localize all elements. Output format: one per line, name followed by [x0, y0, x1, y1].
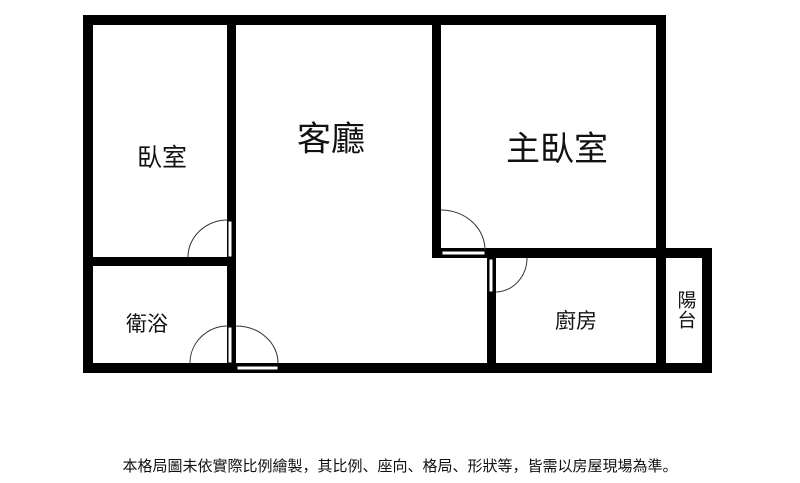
wall-bed-bath [83, 257, 236, 266]
door-bathroom [189, 325, 229, 364]
wall-balcony-right [702, 248, 712, 373]
room-label-living-room: 客廳 [297, 119, 365, 160]
wall-living-kitchen [487, 248, 496, 373]
room-label-bedroom: 臥室 [136, 143, 188, 172]
room-label-balcony: 陽台 [674, 290, 697, 330]
room-label-master-bedroom: 主臥室 [506, 129, 608, 170]
door-entrance [235, 325, 279, 364]
wall-master-kitchen [432, 248, 712, 258]
walls [83, 15, 712, 373]
room-label-kitchen: 廚房 [555, 309, 597, 333]
wall-top [83, 15, 666, 25]
doors [187, 209, 528, 371]
wall-bottom [83, 363, 712, 373]
wall-bedroom-living [227, 15, 236, 373]
room-label-bathroom: 衛浴 [126, 312, 168, 336]
door-bedroom [187, 219, 229, 258]
door-kitchen [495, 257, 528, 293]
wall-left [83, 15, 93, 373]
disclaimer-text: 本格局圖未依實際比例繪製，其比例、座向、格局、形狀等，皆需以房屋現場為準。 [122, 457, 678, 475]
wall-living-master [432, 15, 441, 258]
wall-master-right [656, 15, 666, 373]
door-master-bedroom [440, 209, 486, 251]
